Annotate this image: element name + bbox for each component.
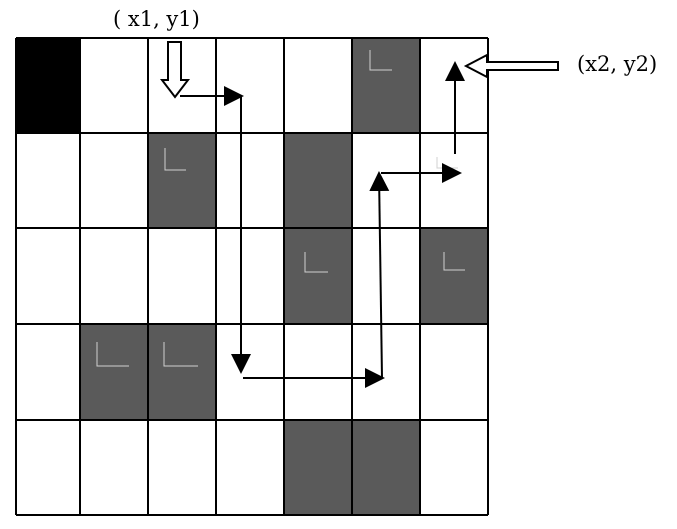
grid-cell-free: [216, 420, 284, 515]
grid-cell-start: [16, 38, 80, 133]
grid-cell-free: [16, 133, 80, 228]
grid-cell-free: [148, 228, 216, 324]
grid-cells: [16, 38, 488, 515]
grid-cell-obstacle: [284, 228, 352, 324]
grid-lines: [15, 37, 489, 516]
grid-cell-free: [420, 324, 488, 420]
grid-cell-obstacle: [420, 228, 488, 324]
grid-cell-free: [420, 420, 488, 515]
grid-cell-free: [148, 420, 216, 515]
grid-cell-free: [352, 324, 420, 420]
grid-cell-free: [80, 133, 148, 228]
start-label: ( x1, y1): [113, 7, 200, 31]
grid-cell-free: [352, 228, 420, 324]
grid-cell-obstacle: [80, 324, 148, 420]
grid-cell-obstacle: [148, 133, 216, 228]
start-pointer-arrow: [159, 41, 191, 99]
grid-cell-free: [216, 228, 284, 324]
grid-cell-free: [16, 420, 80, 515]
grid-cell-free: [80, 38, 148, 133]
grid-cell-free: [80, 420, 148, 515]
grid-cell-free: [284, 38, 352, 133]
route-segment-4: [369, 171, 390, 379]
grid-cell-obstacle: [352, 38, 420, 133]
grid-cell-free: [16, 228, 80, 324]
grid-cell-free: [352, 133, 420, 228]
route-path: [180, 61, 465, 388]
grid-cell-free: [216, 38, 284, 133]
grid-cell-free: [80, 228, 148, 324]
grid-cell-obstacle: [352, 420, 420, 515]
grid-cell-obstacle: [148, 324, 216, 420]
grid-cell-free: [216, 324, 284, 420]
grid-cell-obstacle: [284, 420, 352, 515]
grid-cell-free: [216, 133, 284, 228]
grid-cell-obstacle: [284, 133, 352, 228]
goal-label: (x2, y2): [577, 52, 657, 76]
grid-cell-free: [284, 324, 352, 420]
faint-marks: [96, 50, 465, 367]
goal-pointer-arrow: [463, 53, 559, 79]
grid-cell-free: [16, 324, 80, 420]
